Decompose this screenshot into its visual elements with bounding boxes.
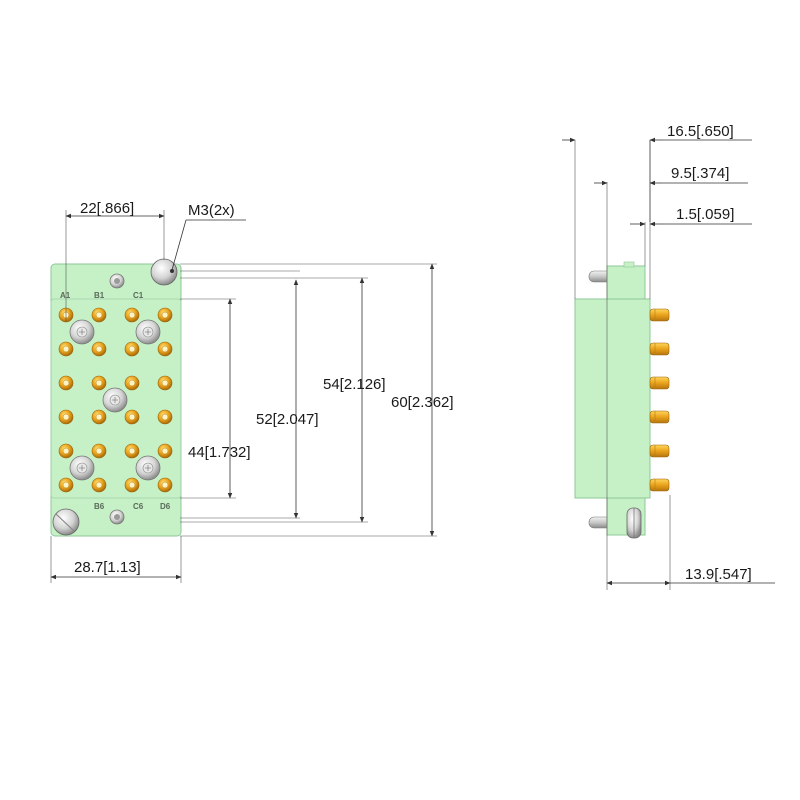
dim-depth-1-5: 1.5[.059]	[676, 206, 734, 223]
contact-pin-icon	[649, 342, 670, 356]
coding-key-icon	[135, 455, 161, 481]
contact-icon	[91, 443, 107, 459]
contact-icon	[58, 443, 74, 459]
contact-icon	[124, 307, 140, 323]
contact-icon	[91, 341, 107, 357]
contact-icon	[124, 409, 140, 425]
contact-icon	[124, 375, 140, 391]
pin-label-b6: B6	[94, 502, 105, 511]
contact-icon	[157, 341, 173, 357]
contact-pin-icon	[649, 478, 670, 492]
contact-icon	[58, 477, 74, 493]
contact-icon	[58, 409, 74, 425]
coding-key-icon	[102, 387, 128, 413]
dim-width-22: 22[.866]	[80, 200, 134, 217]
contact-icon	[157, 409, 173, 425]
connector-body-side	[574, 298, 651, 499]
coding-key-icon	[69, 455, 95, 481]
pin-label-c6: C6	[133, 502, 144, 511]
mounting-screw-icon	[150, 258, 178, 286]
contact-icon	[157, 307, 173, 323]
dim-depth-13-9: 13.9[.547]	[685, 566, 752, 583]
contact-icon	[91, 375, 107, 391]
side-view: 16.5[.650] 9.5[.374] 1.5[.059] 13.9[.547…	[562, 123, 775, 590]
guide-hole-icon	[109, 509, 125, 525]
dim-height-54: 54[2.126]	[323, 376, 386, 393]
pin-label-a1: A1	[60, 291, 71, 300]
dim-height-52: 52[2.047]	[256, 411, 319, 428]
contact-icon	[91, 477, 107, 493]
contact-icon	[124, 443, 140, 459]
coding-key-grid	[69, 319, 161, 481]
contact-icon	[58, 341, 74, 357]
front-view: A1 B1 C1 B6 C6 D6 22[.866] M3(2x) 44[1.7…	[50, 200, 454, 583]
contact-pin-icon	[649, 444, 670, 458]
dim-screw-m3: M3(2x)	[188, 202, 235, 219]
dim-height-60: 60[2.362]	[391, 394, 454, 411]
coding-key-icon	[69, 319, 95, 345]
pin-label-b1: B1	[94, 291, 105, 300]
contact-icon	[157, 375, 173, 391]
contact-insert	[50, 298, 182, 499]
contact-icon	[91, 307, 107, 323]
screw-head-icon	[626, 507, 642, 539]
contact-icon	[58, 375, 74, 391]
dim-depth-9-5: 9.5[.374]	[671, 165, 729, 182]
contact-icon	[157, 477, 173, 493]
contact-grid	[58, 307, 173, 493]
contact-pin-icon	[649, 308, 670, 322]
mounting-screw-icon	[52, 508, 80, 536]
dim-width-28-7: 28.7[1.13]	[74, 559, 141, 576]
guide-hole-icon	[109, 273, 125, 289]
contact-pin-icon	[649, 376, 670, 390]
dim-depth-16-5: 16.5[.650]	[667, 123, 734, 140]
contact-icon	[157, 443, 173, 459]
contact-icon	[124, 341, 140, 357]
contact-icon	[91, 409, 107, 425]
dim-height-44: 44[1.732]	[188, 444, 251, 461]
contact-icon	[124, 477, 140, 493]
coding-key-icon	[135, 319, 161, 345]
contact-pin-row	[649, 308, 670, 492]
pin-label-d6: D6	[160, 502, 171, 511]
pin-label-c1: C1	[133, 291, 144, 300]
contact-pin-icon	[649, 410, 670, 424]
